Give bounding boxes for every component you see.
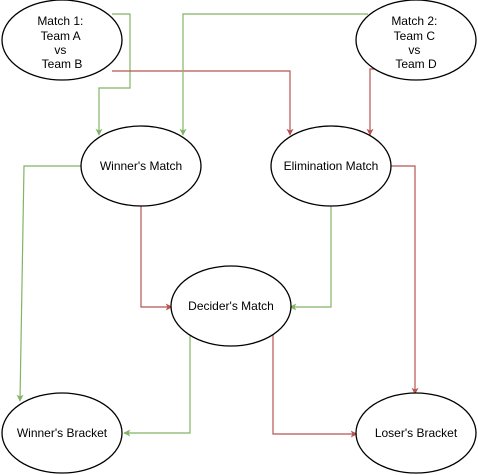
- edge-winners-to-decider: [140, 205, 173, 311]
- node-elimination-match: Elimination Match: [270, 125, 392, 207]
- edge-elimination-to-lbracket: [391, 165, 419, 395]
- node-winners-match-ellipse: [80, 125, 202, 207]
- node-winners-bracket: Winner's Bracket: [1, 392, 123, 474]
- edge-winners-to-wbracket: [16, 165, 82, 402]
- node-elimination-match-label: Elimination Match: [284, 159, 379, 173]
- node-match2-label: Match 2: Team C vs Team D: [391, 14, 440, 71]
- node-match1: Match 1: Team A vs Team B: [1, 0, 123, 81]
- edges-layer: [16, 13, 419, 438]
- node-deciders-match-label: Decider's Match: [188, 299, 274, 313]
- edge-match1-to-winners: [95, 13, 131, 136]
- node-deciders-match-ellipse: [170, 265, 292, 347]
- edge-match2-to-winners: [179, 13, 368, 136]
- node-match2: Match 2: Team C vs Team D: [355, 0, 477, 81]
- node-losers-bracket: Loser's Bracket: [355, 392, 477, 474]
- node-winners-bracket-ellipse: [1, 392, 123, 474]
- edge-decider-to-wbracket: [123, 334, 191, 437]
- node-match1-label: Match 1: Team A vs Team B: [37, 14, 86, 71]
- node-winners-match-label: Winner's Match: [100, 159, 182, 173]
- node-match1-ellipse: [1, 0, 123, 81]
- node-match2-ellipse: [355, 0, 477, 81]
- node-elimination-match-ellipse: [270, 125, 392, 207]
- node-winners-match: Winner's Match: [80, 125, 202, 207]
- edge-elimination-to-decider: [289, 205, 332, 311]
- edge-match2-to-elimination: [366, 68, 380, 136]
- node-losers-bracket-ellipse: [355, 392, 477, 474]
- node-deciders-match: Decider's Match: [170, 265, 292, 347]
- edge-match1-to-elimination: [112, 70, 294, 136]
- node-losers-bracket-label: Loser's Bracket: [375, 426, 458, 440]
- edge-decider-to-lbracket: [272, 334, 358, 438]
- node-winners-bracket-label: Winner's Bracket: [17, 426, 108, 440]
